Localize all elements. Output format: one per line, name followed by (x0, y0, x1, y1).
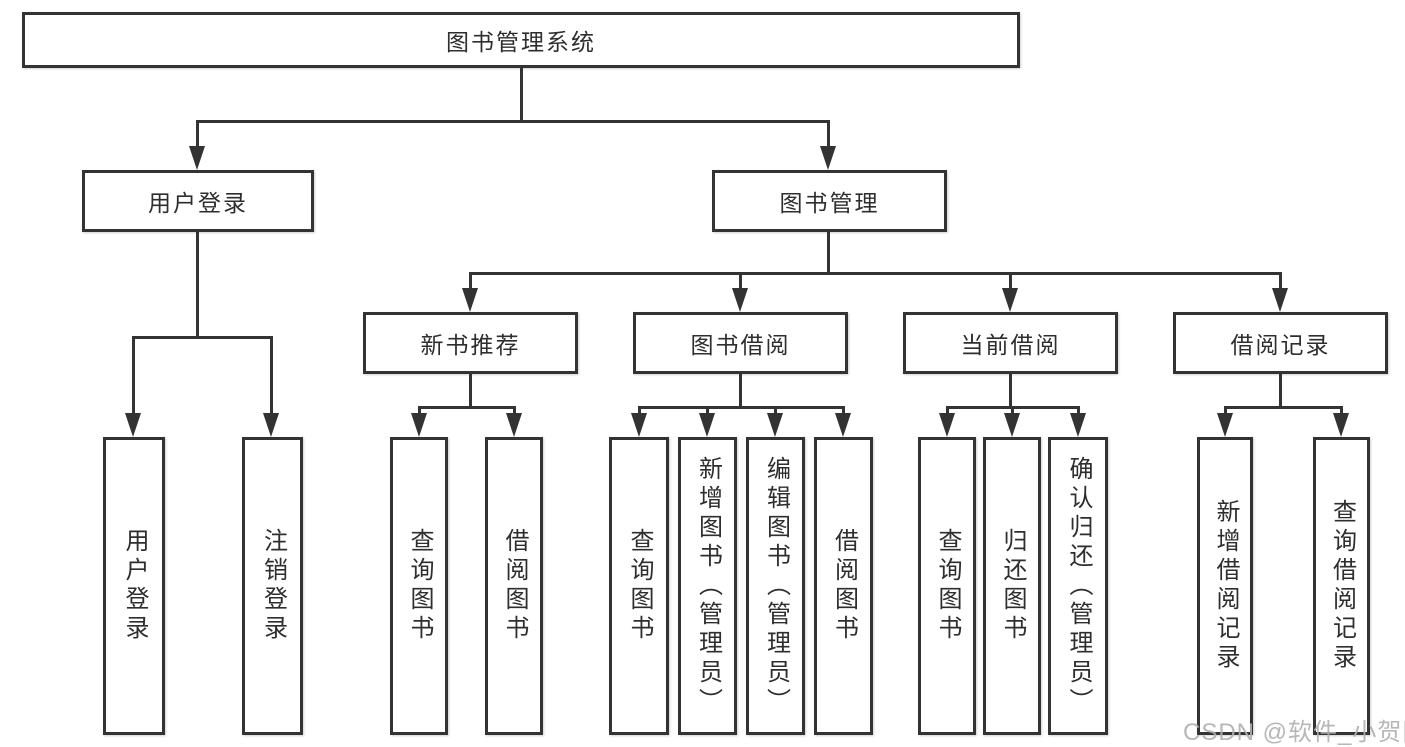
node-book-borrow: 图书借阅 (633, 312, 848, 374)
arrow-down-icon (506, 413, 522, 437)
node-book-management: 图书管理 (712, 170, 947, 232)
node-label: 编辑图书（管理员） (762, 455, 790, 717)
connector-line (1224, 406, 1342, 409)
node-new-book-recommend: 新书推荐 (363, 312, 578, 374)
node-label: 用户登录 (148, 190, 248, 216)
connector-line (706, 406, 709, 416)
connector-line (842, 406, 845, 416)
arrow-down-icon (1272, 288, 1288, 312)
node-borrow-records: 借阅记录 (1173, 312, 1388, 374)
connector-line (469, 374, 472, 406)
connector-line (270, 336, 273, 414)
arrow-down-icon (732, 288, 748, 312)
node-label: 注销登录 (259, 528, 287, 644)
leaf-add-book-admin: 新增图书（管理员） (678, 437, 737, 735)
leaf-query-books-3: 查询图书 (918, 437, 976, 735)
arrow-down-icon (820, 146, 836, 170)
arrow-down-icon (767, 413, 783, 437)
node-label: 新增借阅记录 (1212, 499, 1239, 673)
connector-line (520, 68, 523, 120)
node-current-borrow: 当前借阅 (903, 312, 1118, 374)
arrow-down-icon (1217, 413, 1233, 437)
leaf-query-borrow-record: 查询借阅记录 (1313, 437, 1370, 735)
arrow-down-icon (699, 413, 715, 437)
connector-line (1009, 272, 1012, 290)
connector-line (133, 336, 273, 339)
arrow-down-icon (1004, 413, 1020, 437)
arrow-down-icon (939, 413, 955, 437)
node-label: 借阅图书 (830, 528, 858, 644)
node-label: 当前借阅 (960, 332, 1061, 358)
arrow-down-icon (462, 288, 478, 312)
arrow-down-icon (189, 146, 205, 170)
connector-line (638, 406, 845, 409)
node-label: 确认归还（管理员） (1065, 455, 1092, 717)
connector-line (946, 406, 949, 416)
leaf-edit-book-admin: 编辑图书（管理员） (746, 437, 805, 735)
leaf-add-borrow-record: 新增借阅记录 (1197, 437, 1253, 735)
arrow-down-icon (411, 413, 427, 437)
connector-line (1279, 374, 1282, 406)
leaf-borrow-books-2: 借阅图书 (814, 437, 873, 735)
connector-line (827, 232, 830, 272)
arrow-down-icon (263, 413, 279, 437)
connector-line (196, 120, 199, 148)
node-label: 查询图书 (406, 528, 433, 644)
connector-line (132, 336, 135, 414)
node-label: 图书借阅 (690, 332, 791, 358)
connector-line (469, 272, 1282, 275)
leaf-logout: 注销登录 (242, 437, 303, 735)
connector-line (1077, 406, 1080, 416)
node-user-login: 用户登录 (82, 170, 314, 232)
connector-line (1279, 272, 1282, 290)
connector-line (196, 232, 199, 336)
connector-line (1011, 406, 1014, 416)
connector-line (469, 272, 472, 290)
arrow-down-icon (1002, 288, 1018, 312)
arrow-down-icon (1333, 413, 1349, 437)
arrow-down-icon (835, 413, 851, 437)
arrow-down-icon (631, 413, 647, 437)
connector-line (1224, 406, 1227, 416)
arrow-down-icon (125, 413, 141, 437)
node-label: 图书管理 (779, 190, 880, 216)
connector-line (418, 406, 421, 416)
leaf-query-books-2: 查询图书 (609, 437, 669, 735)
connector-line (513, 406, 516, 416)
node-label: 图书管理系统 (446, 29, 596, 55)
connector-line (638, 406, 641, 416)
leaf-query-books-1: 查询图书 (390, 437, 448, 735)
node-label: 新书推荐 (420, 332, 521, 358)
node-label: 查询图书 (626, 528, 653, 644)
node-label: 用户登录 (121, 528, 148, 644)
leaf-user-login: 用户登录 (103, 437, 165, 735)
connector-line (1340, 406, 1343, 416)
leaf-return-book: 归还图书 (983, 437, 1041, 735)
node-label: 查询图书 (934, 528, 961, 644)
arrow-down-icon (1070, 413, 1086, 437)
node-label: 新增图书（管理员） (694, 455, 722, 717)
leaf-borrow-books-1: 借阅图书 (485, 437, 543, 735)
connector-line (774, 406, 777, 416)
node-label: 查询借阅记录 (1328, 499, 1356, 673)
connector-line (418, 406, 516, 409)
connector-line (739, 272, 742, 290)
node-label: 借阅记录 (1230, 332, 1331, 358)
connector-line (739, 374, 742, 406)
node-library-system: 图书管理系统 (22, 12, 1020, 68)
csdn-watermark: CSDN @软件_小贺同学 (1183, 719, 1405, 746)
connector-line (1009, 374, 1012, 406)
connector-line (827, 120, 830, 148)
node-label: 借阅图书 (501, 528, 528, 644)
node-label: 归还图书 (999, 528, 1026, 644)
leaf-confirm-return-admin: 确认归还（管理员） (1048, 437, 1108, 735)
connector-line (196, 120, 830, 123)
